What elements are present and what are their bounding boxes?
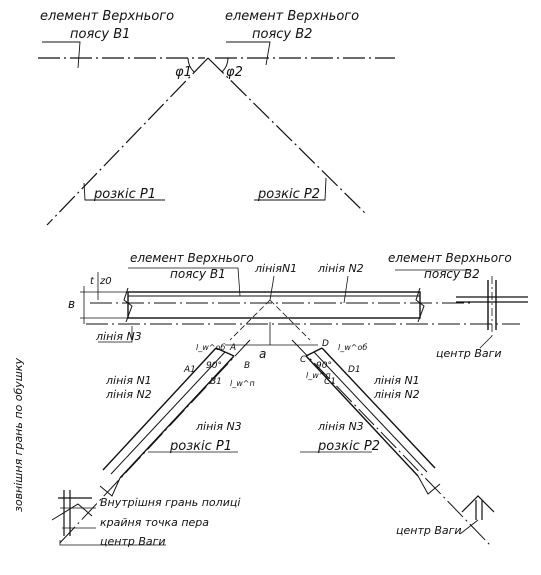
mark-90b: 90° — [316, 361, 332, 371]
top-b2-label-line2: поясу В2 — [252, 27, 312, 42]
top-b1-label-line2: поясу В1 — [70, 27, 130, 42]
top-p1-label: розкіс Р1 — [93, 187, 156, 202]
p2-line-n2-label: лінія N2 — [373, 388, 420, 401]
leader-b2-top — [226, 41, 271, 66]
rsec-angle — [461, 495, 495, 513]
p1-guide — [229, 299, 271, 341]
top-p2-label: розкіс Р2 — [257, 187, 320, 202]
leader-center-p2 — [459, 519, 479, 535]
mark-a: A — [229, 343, 236, 353]
left-section-symbol — [51, 490, 166, 546]
p2-axis — [291, 339, 491, 546]
top-b1-label-line1: елемент Верхнього — [40, 9, 174, 24]
p2-line-n3-label: лінія N3 — [317, 420, 364, 433]
p1-flange — [110, 351, 226, 475]
p2-guide — [269, 299, 311, 341]
lw-ob-1: l_w^об — [196, 343, 225, 352]
mark-b1: B1 — [210, 377, 222, 387]
mark-d1: D1 — [348, 365, 361, 375]
extreme-point-label: крайня точка пера — [100, 516, 209, 529]
mark-b: B — [244, 361, 250, 371]
p2-label: розкіс Р2 — [317, 439, 380, 454]
bottom-b2-label-line2: поясу В2 — [424, 267, 480, 281]
inner-edge-label: Внутрішня грань полиці — [100, 496, 240, 509]
top-b2-label-line1: елемент Верхнього — [225, 9, 359, 24]
angle-phi2-arc — [221, 57, 229, 73]
center-p2-label: центр Ваги — [396, 524, 462, 537]
bottom-b2-label-line1: елемент Верхнього — [388, 251, 512, 265]
p2-break — [417, 475, 441, 495]
mark-a1: A1 — [183, 365, 196, 375]
bottom-detail: в t z0 a — [12, 251, 528, 548]
p2-flange — [313, 351, 428, 473]
leader-n3-top — [98, 326, 133, 343]
p1-line-n3-label: лінія N3 — [195, 420, 242, 433]
mark-90a: 90° — [206, 361, 222, 371]
lw-p-1: l_w^п — [230, 379, 255, 388]
p2-edge-inner — [305, 355, 419, 477]
center-left-label: центр Ваги — [100, 535, 166, 548]
line-n2-top-label: лінія N2 — [317, 262, 364, 275]
p2-cut — [305, 347, 323, 357]
leader-p1-top — [83, 182, 165, 201]
dim-t: t — [90, 276, 95, 287]
lw-ob-2: l_w^об — [338, 343, 367, 352]
leader-center-left — [59, 540, 166, 546]
leader-b1-top — [42, 41, 81, 69]
p2-section-symbol — [459, 495, 495, 535]
dim-b: в — [68, 297, 75, 311]
lw-p-2: l_w^п — [306, 371, 331, 380]
angle-phi1-arc — [187, 57, 195, 73]
leader-n1-top — [269, 275, 275, 301]
line-n3-top-label: лінія N3 — [95, 330, 142, 343]
diagonal-p2-axis — [207, 57, 368, 216]
lsec-angle — [51, 503, 93, 521]
leader-b1-bottom — [128, 267, 241, 297]
leader-p2-top — [254, 177, 327, 201]
dim-z0: z0 — [99, 276, 112, 287]
p1-edge-outer — [102, 347, 217, 471]
top-scheme: елемент Верхнього поясу В1 елемент Верхн… — [38, 9, 395, 226]
phi1-label: φ1 — [175, 65, 192, 80]
p2-edge-outer — [321, 347, 436, 469]
bottom-b1-label-line1: елемент Верхнього — [130, 251, 254, 265]
center-right-label: центр Ваги — [436, 347, 502, 360]
mark-d: D — [322, 339, 329, 349]
p2-line-n1-label: лінія N1 — [373, 374, 420, 387]
p1-cut — [215, 347, 235, 357]
mark-c: C — [300, 355, 307, 365]
phi2-label: φ2 — [226, 65, 243, 80]
p1-line-n2-label: лінія N2 — [105, 388, 152, 401]
p1-line-n1-label: лінія N1 — [105, 374, 152, 387]
p1-break — [99, 477, 121, 497]
diagonal-p1-axis — [46, 57, 209, 226]
dim-a: a — [259, 347, 266, 361]
left-side-label: зовнішня грань по обушку — [12, 357, 25, 512]
diagonal-p1 — [57, 339, 251, 546]
mark-c1: C1 — [324, 377, 336, 387]
bottom-b1-label-line2: поясу В1 — [170, 267, 226, 281]
p1-edge-inner — [119, 355, 235, 479]
p1-label: розкіс Р1 — [169, 439, 232, 454]
line-n1-top-label: лініяN1 — [254, 262, 297, 275]
right-section-symbol — [456, 276, 528, 349]
p1-axis — [57, 339, 251, 546]
leader-n2-top — [343, 275, 349, 304]
diagonal-p2 — [291, 339, 491, 546]
chord-body — [127, 291, 421, 319]
section-leader — [479, 335, 493, 349]
